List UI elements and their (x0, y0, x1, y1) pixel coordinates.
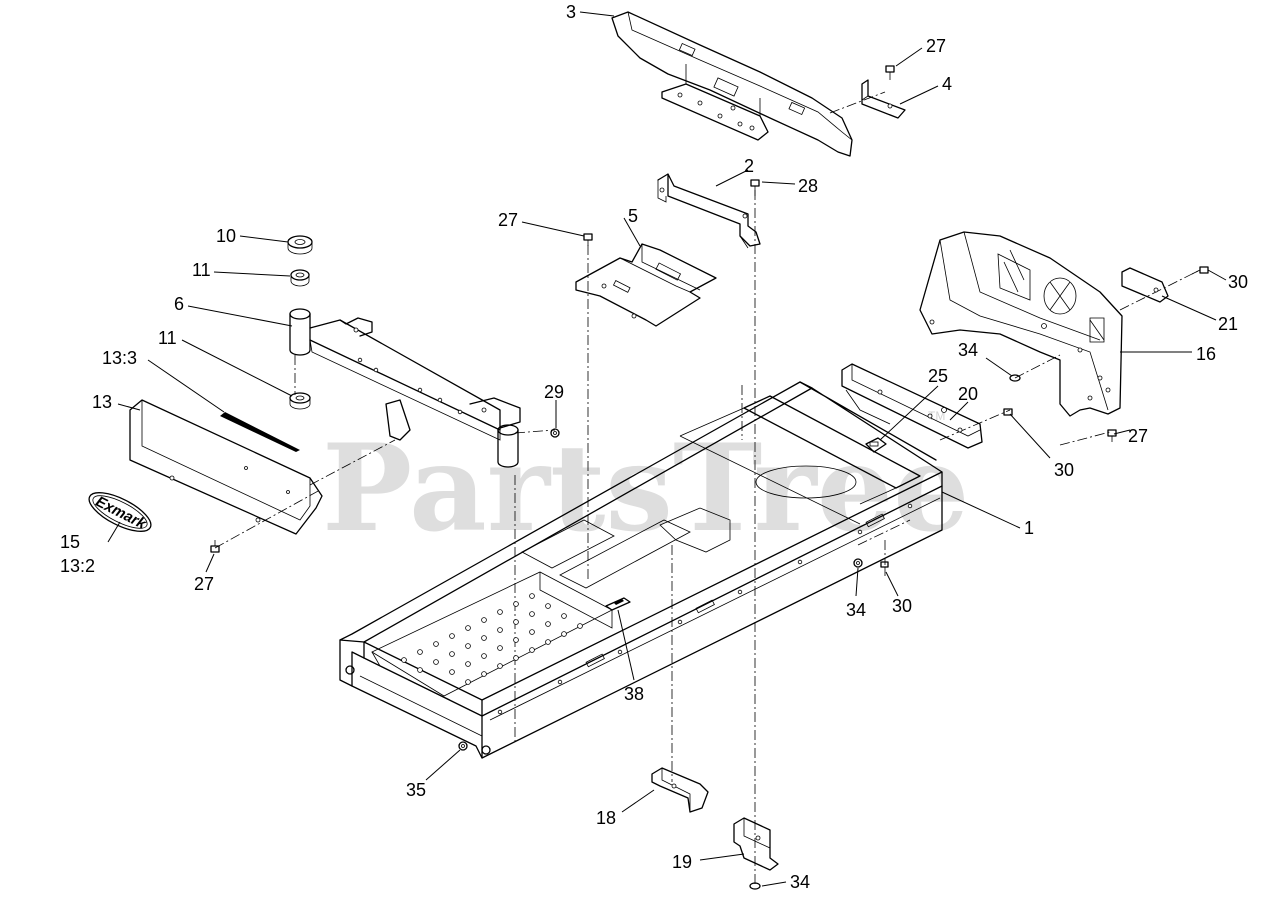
label-4: 4 (942, 74, 952, 94)
watermark-tm: TM (928, 409, 945, 423)
part-2-bracket (657, 173, 761, 249)
label-34-bottom: 34 (790, 872, 810, 892)
label-27-right: 27 (1128, 426, 1148, 446)
watermark: PartsTree (322, 418, 969, 559)
label-3: 3 (566, 2, 576, 22)
label-6: 6 (174, 294, 184, 314)
part-27-screw-left (210, 540, 220, 553)
label-38: 38 (624, 684, 644, 704)
part-27-screw-top (885, 65, 895, 80)
label-16: 16 (1196, 344, 1216, 364)
label-27-left: 27 (194, 574, 214, 594)
part-13-shroud (129, 399, 323, 535)
part-1-main-frame (339, 381, 943, 759)
label-19: 19 (672, 852, 692, 872)
label-15: 15 (60, 532, 80, 552)
label-10: 10 (216, 226, 236, 246)
part-3-bracket (611, 11, 853, 157)
callout-labels: 3 27 4 2 28 27 5 10 11 6 11 13:3 13 29 1… (60, 2, 1248, 892)
part-16-rear-guard (919, 231, 1123, 417)
label-30-mid: 30 (892, 596, 912, 616)
label-13: 13 (92, 392, 112, 412)
part-6-front-axle (289, 308, 521, 468)
label-30-right: 30 (1228, 272, 1248, 292)
part-18-bracket (651, 767, 709, 813)
part-5-plate (575, 243, 717, 327)
label-13-3: 13:3 (102, 348, 137, 368)
label-11-bottom: 11 (158, 328, 177, 348)
frame-floor-holes (401, 593, 583, 685)
label-20: 20 (958, 384, 978, 404)
label-27-top: 27 (926, 36, 946, 56)
label-18: 18 (596, 808, 616, 828)
part-11-bearing-bottom (289, 392, 311, 410)
part-30-bolt-mid (880, 561, 889, 576)
part-38-decal (605, 597, 631, 611)
part-20-bracket (841, 363, 983, 449)
part-34-nut-mid (853, 558, 863, 568)
part-28-bolt (750, 179, 760, 196)
part-35-nut (458, 741, 468, 751)
label-2: 2 (744, 156, 754, 176)
label-29: 29 (544, 382, 564, 402)
assembly-lines (214, 91, 1201, 885)
part-21-plate (1121, 267, 1169, 303)
part-34-nut-top (1009, 374, 1021, 382)
label-34-mid: 34 (846, 600, 866, 620)
label-13-2: 13:2 (60, 556, 95, 576)
label-1: 1 (1024, 518, 1034, 538)
label-5: 5 (628, 206, 638, 226)
part-10-bushing (287, 235, 313, 255)
label-21: 21 (1218, 314, 1238, 334)
part-15-logo: Exmark (88, 492, 152, 533)
part-30-bolt-upper (1003, 408, 1013, 416)
part-4-bracket (861, 79, 906, 119)
part-34-nut-bottom (749, 882, 761, 890)
label-34-top: 34 (958, 340, 978, 360)
label-11-top: 11 (192, 260, 211, 280)
label-27-mid: 27 (498, 210, 518, 230)
part-29-nut (550, 428, 560, 438)
part-13-3-decal (220, 412, 300, 452)
label-30-upper: 30 (1054, 460, 1074, 480)
part-19-bracket (733, 817, 779, 871)
label-28: 28 (798, 176, 818, 196)
part-30-bolt-right (1191, 266, 1209, 275)
part-11-bearing-top (290, 269, 310, 287)
label-25: 25 (928, 366, 948, 386)
label-35: 35 (406, 780, 426, 800)
leader-lines (107, 11, 1227, 887)
part-27-screw-mid (583, 233, 593, 246)
